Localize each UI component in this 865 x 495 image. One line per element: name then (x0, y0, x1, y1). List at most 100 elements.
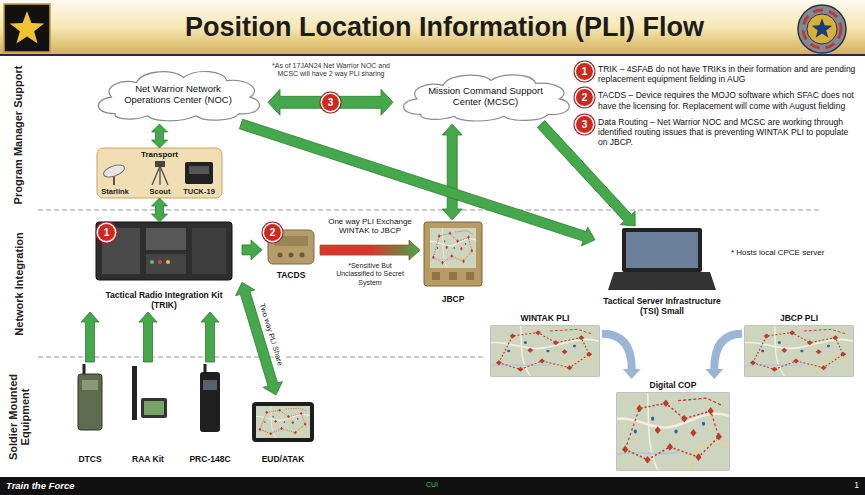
section-label: Soldier Mounted Equipment (6, 357, 30, 476)
node-label: Tactical Radio Integration Kit (TRIK) (99, 291, 229, 311)
page-number: 1 (839, 480, 859, 490)
label-holder: *Sensitive But Unclassified to Secret Sy… (330, 262, 410, 287)
label-holder: Program Manager Support (4, 60, 32, 210)
connector (239, 119, 595, 246)
label-holder: 1 (839, 480, 859, 490)
footnote-text: *As of 17JAN24 Net Warrior NOC and MCSC … (272, 62, 390, 79)
edge-label: One way PLI Exchange WINTAK to JBCP (318, 217, 422, 236)
label-holder: Network Integration (4, 210, 32, 357)
cloud-label: Net Warrior Network Operations Center (N… (114, 84, 242, 106)
note-text: TACDS – Device requires the MOJO softwar… (598, 90, 860, 110)
note-text: TRIK – 4SFAB do not have TRIKs in their … (598, 64, 860, 84)
node-label: EUD/ATAK (262, 455, 305, 465)
label-holder: 3 (576, 116, 593, 133)
block-arrow (201, 312, 219, 362)
label-holder: Train the Force (6, 480, 126, 491)
block-arrow (239, 119, 595, 246)
device-node: DTCS (64, 362, 116, 466)
block-arrow (442, 124, 462, 220)
part-name: TUCK-19 (179, 187, 219, 196)
header-bar: Position Location Information (PLI) Flow (0, 0, 865, 56)
cloud-node: Mission Command Support Center (MCSC) (393, 66, 578, 124)
label-holder: TACDS – Device requires the MOJO softwar… (598, 90, 860, 110)
node-label: JBCP PLI (780, 314, 818, 324)
label-holder: TUCK-19 (179, 187, 219, 196)
edge-label: Two way PLI Share (257, 301, 285, 369)
label-holder: Scout (140, 187, 180, 196)
connector (320, 240, 420, 260)
node-label: PRC-148C (189, 455, 230, 465)
arrow-head (623, 369, 641, 379)
block-arrow (152, 124, 168, 148)
connector (201, 312, 219, 362)
block-arrow (268, 89, 393, 115)
connector (152, 124, 168, 148)
connector (705, 334, 742, 379)
part-name: Scout (140, 187, 180, 196)
curved-arrow-body (602, 334, 632, 369)
node-label: Transport (141, 150, 178, 159)
node-label: Digital COP (650, 381, 697, 391)
note-text: *Sensitive But Unclassified to Secret Sy… (330, 262, 410, 287)
node-label: RAA Kit (132, 455, 164, 465)
footer-text: Train the Force (6, 480, 126, 491)
node-label: JBCP (442, 295, 465, 305)
part-name: Starlink (95, 187, 135, 196)
connector (81, 312, 99, 362)
note-text: * Hosts local CPCE server (731, 248, 861, 258)
map-panel: Digital COP (614, 379, 732, 473)
label-holder: 1 (98, 224, 115, 241)
node-label: Tactical Server Infrastructure (TSI) Sma… (598, 297, 726, 317)
callout-number: 1 (576, 63, 593, 80)
label-holder: TRIK – 4SFAB do not have TRIKs in their … (598, 64, 860, 84)
callout-number: 1 (98, 224, 115, 241)
connector (152, 198, 168, 222)
label-holder: 1 (576, 63, 593, 80)
classification-marking: CUI (412, 481, 452, 489)
label-holder: Starlink (95, 187, 135, 196)
block-arrow (152, 198, 168, 222)
edge-label-holder: One way PLI Exchange WINTAK to JBCP (318, 217, 422, 236)
map-panel: WINTAK PLI (488, 312, 602, 378)
label-holder: CUI (412, 481, 452, 489)
connector (139, 312, 157, 362)
connector (242, 240, 262, 260)
slide-title: Position Location Information (PLI) Flow (185, 12, 704, 43)
device-node: Tactical Server Infrastructure (TSI) Sma… (595, 226, 729, 318)
arrow-head (705, 369, 723, 379)
callout-number: 2 (264, 224, 281, 241)
cloud-node: Net Warrior Network Operations Center (N… (88, 62, 268, 124)
device-node: EUD/ATAK (248, 395, 318, 466)
label-holder: Data Routing – Net Warrior NOC and MCSC … (598, 117, 860, 148)
block-arrow (81, 312, 99, 362)
device-node: PRC-148C (184, 362, 236, 466)
section-label: Network Integration (12, 232, 24, 335)
label-holder: 2 (264, 224, 281, 241)
label-holder: *As of 17JAN24 Net Warrior NOC and MCSC … (272, 62, 390, 79)
connector (602, 334, 641, 379)
block-arrow (320, 240, 420, 260)
edge-label-holder: 3 (322, 94, 339, 111)
curved-arrow-body (714, 334, 742, 369)
device-node: RAA Kit (124, 362, 172, 466)
node-label: TACDS (277, 271, 306, 281)
label-holder: * Hosts local CPCE server (731, 248, 861, 258)
connector (442, 124, 462, 220)
node-label: WINTAK PLI (521, 314, 570, 324)
edge-label-holder: Two way PLI Share (257, 301, 285, 369)
cloud-outline (98, 72, 259, 121)
connector (268, 89, 393, 115)
device-node: JBCP (420, 220, 486, 306)
label-holder: 2 (576, 89, 593, 106)
cloud-label: Mission Command Support Center (MCSC) (422, 86, 550, 108)
note-text: Data Routing – Net Warrior NOC and MCSC … (598, 117, 860, 148)
cloud-outline (404, 75, 570, 121)
section-label: Program Manager Support (12, 66, 24, 205)
block-arrow (242, 240, 262, 260)
callout-number: 2 (576, 89, 593, 106)
block-arrow (139, 312, 157, 362)
map-panel: JBCP PLI (742, 312, 856, 378)
node-label: DTCS (78, 455, 101, 465)
